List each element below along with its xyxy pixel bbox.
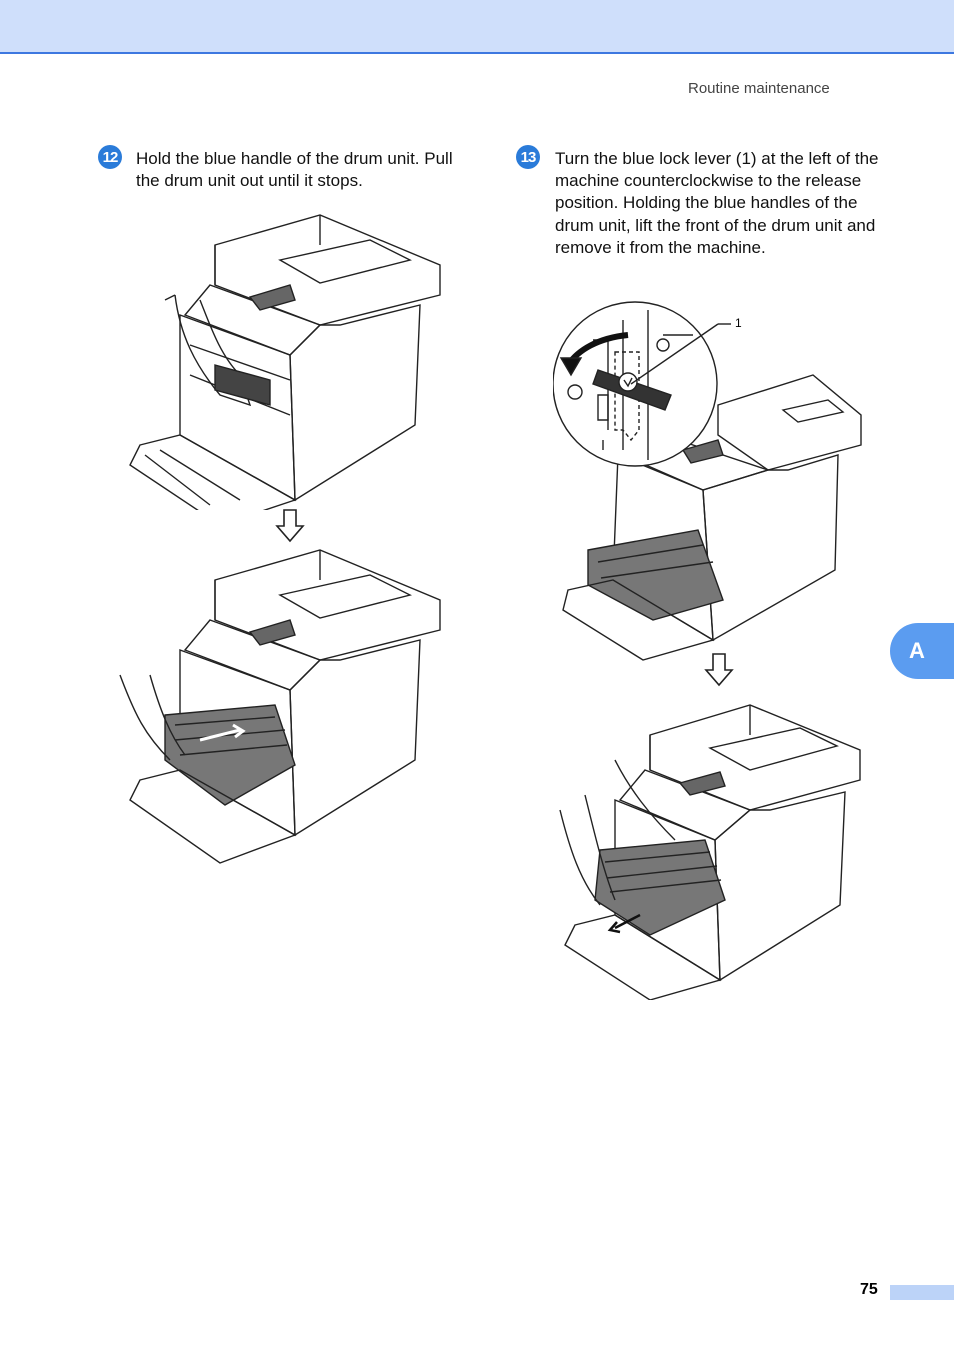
top-header-band	[0, 0, 954, 54]
step-12-badge: 12	[98, 145, 122, 169]
appendix-tab: A	[890, 623, 954, 679]
page-number-bar	[890, 1285, 954, 1300]
down-arrow-icon	[275, 509, 305, 543]
section-title: Routine maintenance	[688, 80, 830, 97]
step-12-text: Hold the blue handle of the drum unit. P…	[136, 149, 453, 191]
down-arrow-icon	[704, 653, 734, 687]
drum-unit-removal-illustration	[559, 704, 861, 1000]
lock-lever-illustration	[553, 301, 862, 661]
drum-unit-pulled-illustration	[119, 549, 441, 864]
step-13-badge: 13	[516, 145, 540, 169]
printer-open-illustration	[129, 214, 441, 510]
page-number: 75	[860, 1281, 878, 1298]
callout-label-1: 1	[735, 316, 742, 330]
step-13-text: Turn the blue lock lever (1) at the left…	[555, 149, 879, 257]
